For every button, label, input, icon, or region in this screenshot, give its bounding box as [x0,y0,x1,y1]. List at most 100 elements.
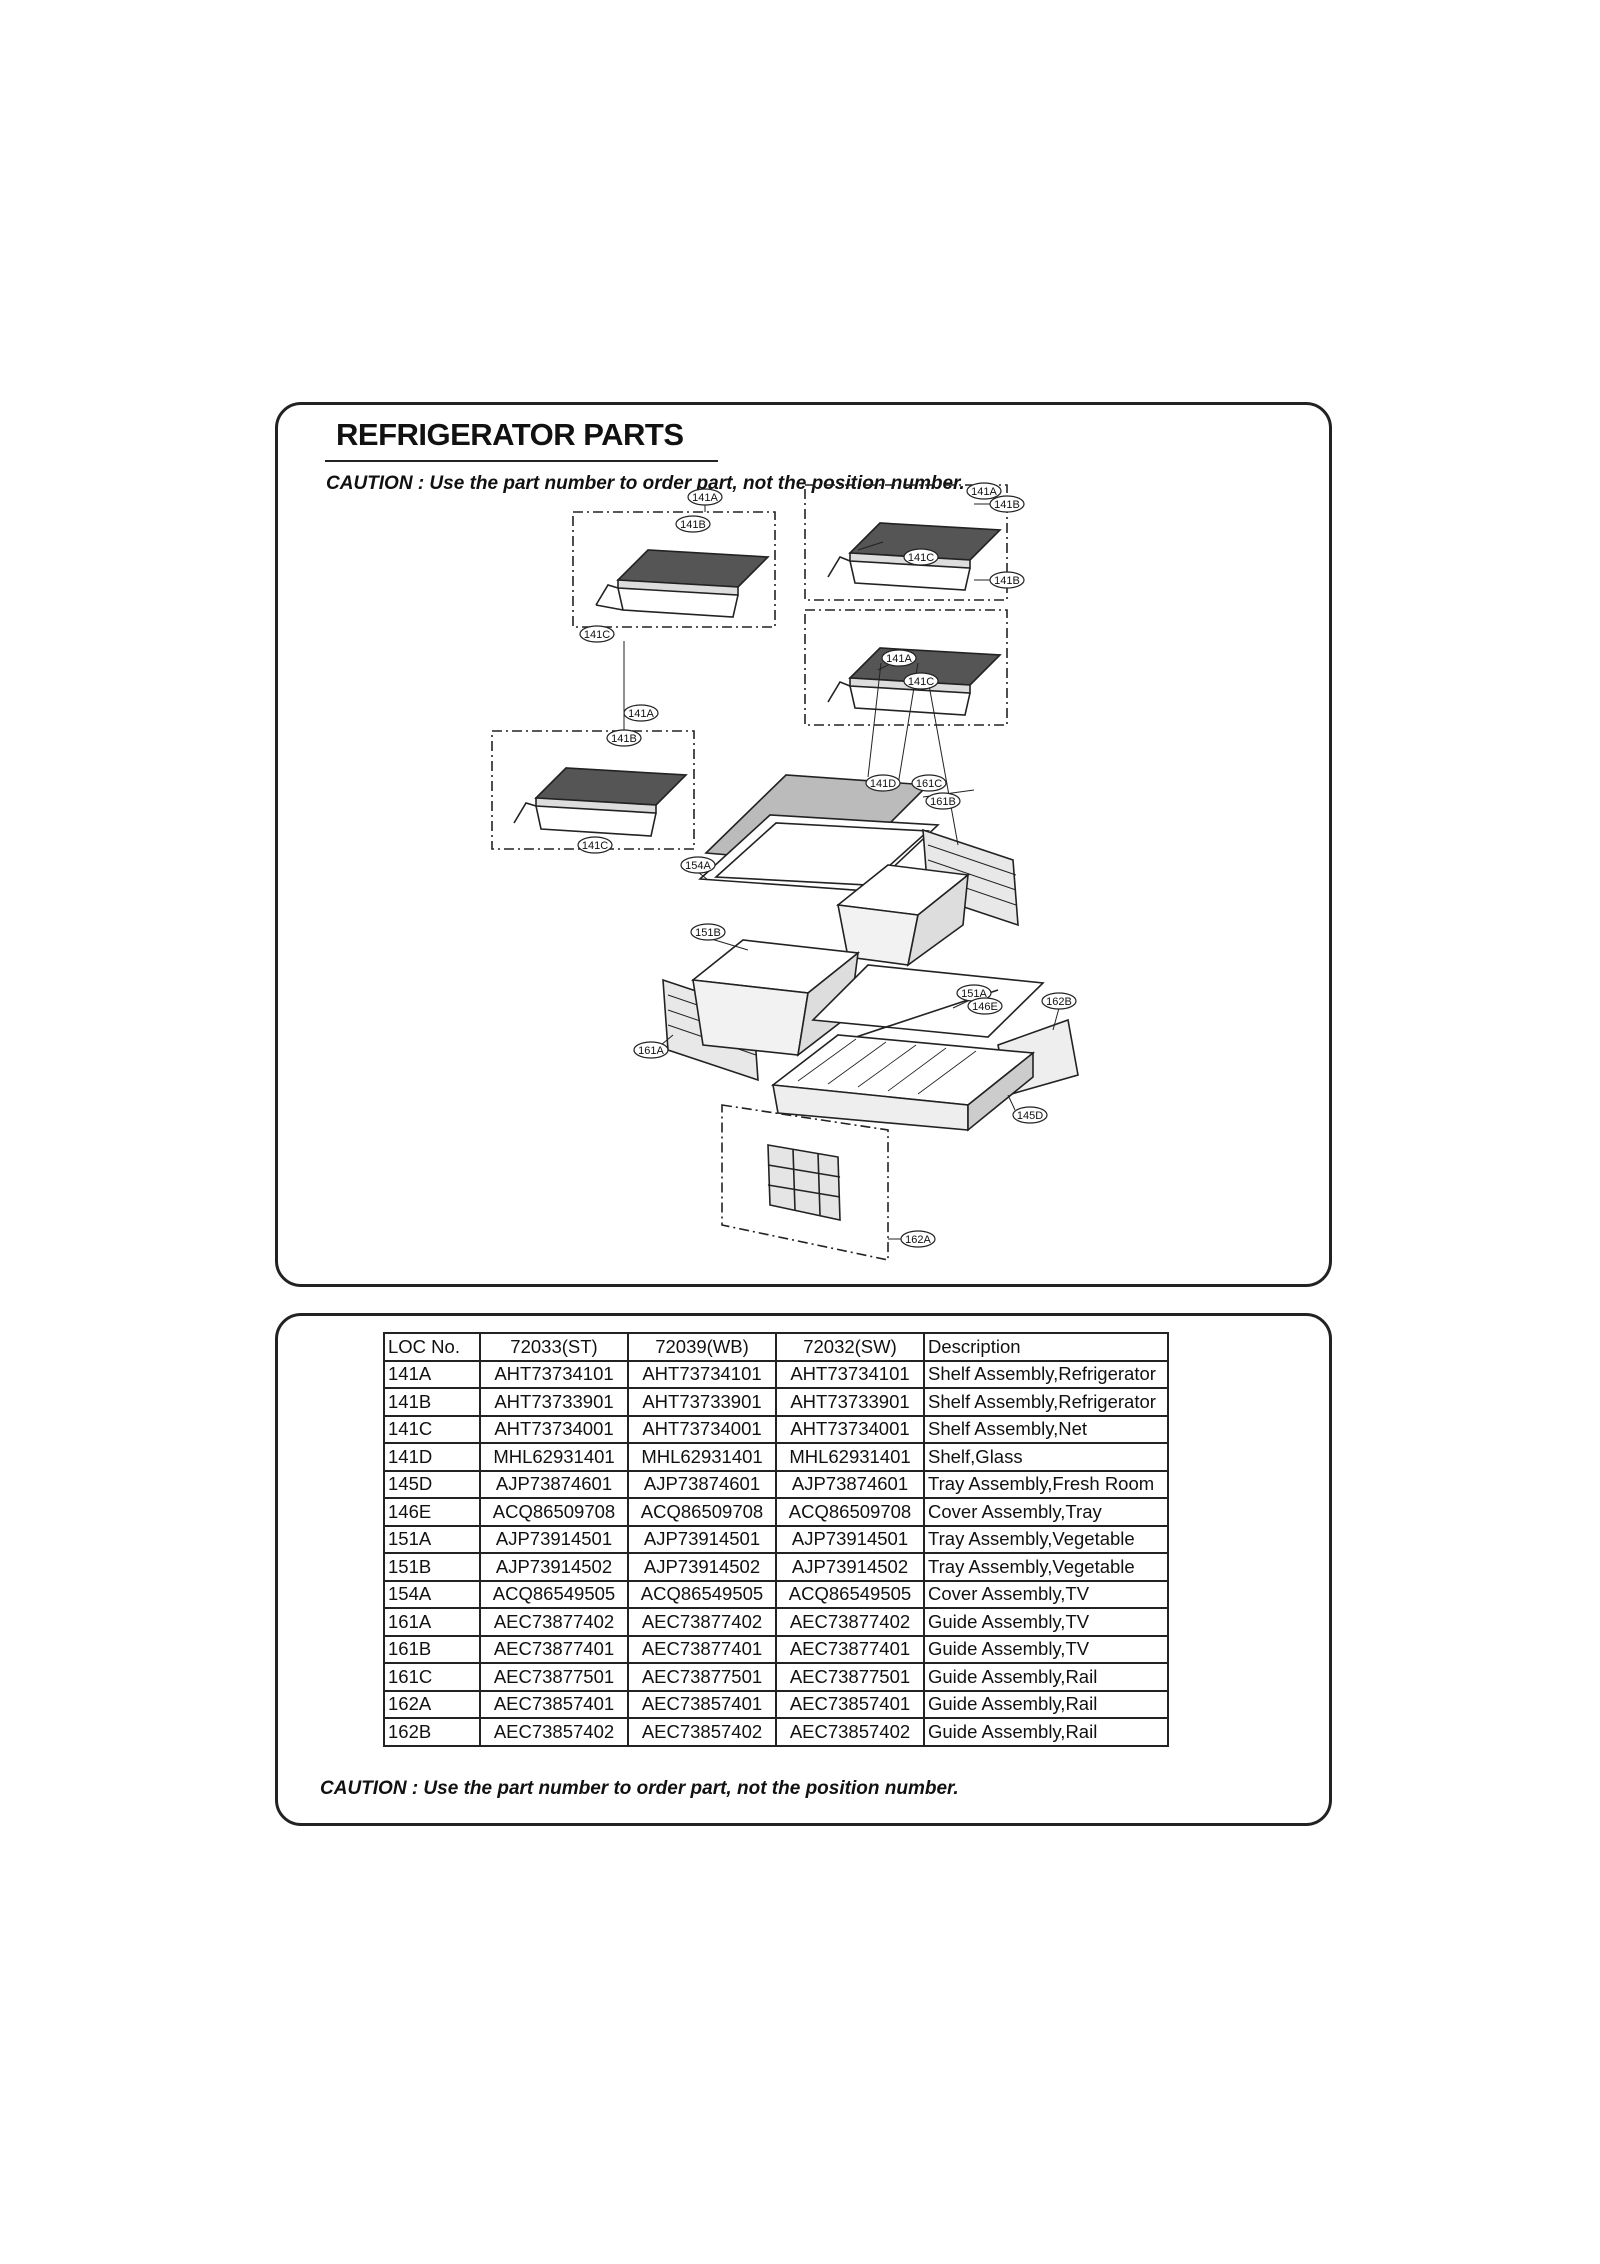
cell-description: Guide Assembly,Rail [923,1662,1169,1692]
column-header-sw: 72032(SW) [775,1332,925,1362]
cell-loc: 162A [383,1689,481,1719]
cell-description: Shelf Assembly,Refrigerator [923,1359,1169,1389]
cell-72033-st: AHT73733901 [479,1387,629,1417]
callout-141b: 141B [989,495,1025,513]
cell-72032-sw: AJP73874601 [775,1469,925,1499]
caution-note-top: CAUTION : Use the part number to order p… [326,473,965,494]
svg-text:151B: 151B [695,927,721,939]
cell-loc: 161A [383,1607,481,1637]
callout-141b: 141B [606,729,642,747]
cell-loc: 145D [383,1469,481,1499]
callout-141a: 141A [966,482,1002,500]
svg-text:145D: 145D [1017,1110,1043,1122]
callout-154a: 154A [680,856,716,874]
svg-text:162A: 162A [905,1234,931,1246]
callout-141b: 141B [675,515,711,533]
cell-72032-sw: MHL62931401 [775,1442,925,1472]
cell-72033-st: AEC73857402 [479,1717,629,1747]
callout-141a: 141A [623,704,659,722]
cell-72033-st: AEC73877401 [479,1634,629,1664]
cell-description: Cover Assembly,TV [923,1579,1169,1609]
cell-72033-st: MHL62931401 [479,1442,629,1472]
cell-72039-wb: AHT73734101 [627,1359,777,1389]
svg-text:141D: 141D [870,778,896,790]
cell-72039-wb: AEC73857402 [627,1717,777,1747]
cell-description: Guide Assembly,TV [923,1607,1169,1637]
callout-141a: 141A [881,649,917,667]
svg-text:154A: 154A [685,860,711,872]
cell-description: Shelf Assembly,Net [923,1414,1169,1444]
cell-description: Shelf,Glass [923,1442,1169,1472]
column-header-description: Description [923,1332,1169,1362]
cell-loc: 141C [383,1414,481,1444]
cell-72032-sw: AJP73914502 [775,1552,925,1582]
page-title: REFRIGERATOR PARTS [336,417,684,452]
cell-72033-st: ACQ86549505 [479,1579,629,1609]
cell-72033-st: AHT73734001 [479,1414,629,1444]
callout-141c: 141C [577,836,613,854]
cell-72032-sw: AEC73877401 [775,1634,925,1664]
cell-loc: 154A [383,1579,481,1609]
callout-labels: 141A141B141C141A141B141C141A141B141C141A… [577,482,1077,1248]
cell-72032-sw: AEC73877402 [775,1607,925,1637]
callout-141a: 141A [687,488,723,506]
cell-description: Tray Assembly,Vegetable [923,1524,1169,1554]
svg-text:141A: 141A [886,653,912,665]
title-underline [325,460,718,462]
cell-description: Guide Assembly,Rail [923,1689,1169,1719]
cell-description: Tray Assembly,Fresh Room [923,1469,1169,1499]
shelf-drawing-4 [513,767,688,837]
cell-72033-st: AEC73857401 [479,1689,629,1719]
cell-description: Tray Assembly,Vegetable [923,1552,1169,1582]
svg-text:141B: 141B [994,575,1020,587]
callout-141c: 141C [903,672,939,690]
svg-text:151A: 151A [961,988,987,1000]
cell-72033-st: AJP73914502 [479,1552,629,1582]
column-header-st: 72033(ST) [479,1332,629,1362]
svg-text:141A: 141A [628,708,654,720]
cell-72032-sw: AHT73733901 [775,1387,925,1417]
callout-161b: 161B [925,792,961,810]
cell-72039-wb: AJP73914502 [627,1552,777,1582]
cell-72039-wb: AEC73877401 [627,1634,777,1664]
callout-151b: 151B [690,923,726,941]
cell-72032-sw: AHT73734101 [775,1359,925,1389]
parts-table: LOC No. 72033(ST) 72039(WB) 72032(SW) De… [383,1332,1169,1747]
svg-text:141B: 141B [994,499,1020,511]
callout-146e: 146E [967,997,1003,1015]
svg-text:141B: 141B [680,519,706,531]
tray-cover-frame [811,964,1045,1038]
cell-72032-sw: AHT73734001 [775,1414,925,1444]
shelf-drawing-1 [595,549,770,618]
front-guide-box [721,1104,889,1261]
cell-72033-st: ACQ86509708 [479,1497,629,1527]
svg-text:141A: 141A [971,486,997,498]
cell-loc: 141B [383,1387,481,1417]
cell-loc: 151A [383,1524,481,1554]
callout-141c: 141C [579,625,615,643]
table-header-row: LOC No. 72033(ST) 72039(WB) 72032(SW) De… [383,1332,1169,1362]
callout-162a: 162A [900,1230,936,1248]
svg-text:161A: 161A [638,1045,664,1057]
cell-72039-wb: AJP73874601 [627,1469,777,1499]
cell-72039-wb: AJP73914501 [627,1524,777,1554]
cell-72032-sw: ACQ86509708 [775,1497,925,1527]
caution-note-bottom: CAUTION : Use the part number to order p… [320,1778,959,1799]
cell-72033-st: AJP73914501 [479,1524,629,1554]
cell-description: Cover Assembly,Tray [923,1497,1169,1527]
callout-145d: 145D [1012,1106,1048,1124]
svg-text:141A: 141A [692,492,718,504]
svg-text:161C: 161C [916,778,942,790]
cell-loc: 146E [383,1497,481,1527]
